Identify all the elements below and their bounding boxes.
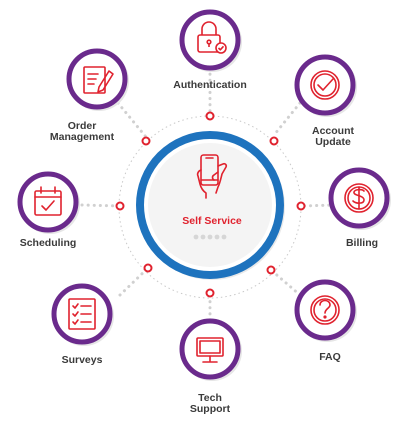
label-faq: FAQ: [319, 352, 341, 363]
connector-dot: [296, 201, 306, 211]
spoke-surveys: [118, 266, 150, 297]
connector-dot: [143, 263, 153, 273]
checklist-icon: [68, 298, 96, 330]
label-account-update: Account Update: [312, 126, 354, 148]
spokes: [80, 66, 337, 322]
node-surveys: [51, 283, 114, 346]
label-line: Order: [67, 120, 97, 132]
node-order-management: [66, 48, 129, 111]
spoke-billing: [299, 203, 337, 208]
spoke-order-management: [116, 101, 148, 139]
dollar-coin-icon: [344, 183, 374, 213]
hub-pager-dots: [193, 234, 227, 240]
monitor-icon: [196, 337, 224, 363]
checkmark-icon: [310, 70, 340, 100]
connector-dot: [205, 111, 215, 121]
label-line: FAQ: [319, 351, 341, 363]
label-tech-support: Tech Support: [190, 393, 230, 415]
node-faq: [294, 279, 357, 342]
spoke-account-update: [272, 101, 302, 137]
question-icon: [310, 295, 340, 325]
label-line: Tech: [198, 392, 222, 404]
connector-dot: [115, 201, 125, 211]
label-line: Update: [315, 136, 351, 148]
label-line: Support: [189, 403, 231, 415]
label-line: Authentication: [173, 79, 247, 91]
hub-inner: [148, 143, 272, 267]
node-account-update: [294, 54, 357, 117]
hand-phone-icon: [196, 154, 228, 199]
label-line: Scheduling: [19, 237, 77, 249]
spoke-faq: [269, 268, 302, 297]
spoke-scheduling: [80, 203, 122, 208]
node-authentication: [179, 9, 242, 72]
connector-dot: [266, 265, 276, 275]
node-tech-support: [179, 318, 242, 381]
label-line: Surveys: [61, 354, 103, 366]
center-hub: [136, 131, 285, 280]
label-line: Billing: [345, 237, 379, 249]
label-surveys: Surveys: [62, 355, 103, 366]
connector-dot: [141, 136, 151, 146]
node-scheduling: [17, 171, 80, 234]
label-line: Account: [312, 125, 354, 137]
document-edit-icon: [83, 66, 114, 94]
center-title: Self Service: [182, 215, 242, 227]
connector-dot: [205, 288, 215, 298]
calendar-icon: [34, 186, 62, 216]
label-authentication: Authentication: [173, 80, 247, 91]
label-scheduling: Scheduling: [20, 238, 77, 249]
lock-icon: [197, 21, 227, 54]
label-billing: Billing: [346, 238, 378, 249]
node-billing: [328, 167, 391, 230]
label-line: Management: [49, 131, 115, 143]
label-order-management: Order Management: [50, 121, 114, 143]
connector-dots: [115, 111, 306, 298]
connector-dot: [269, 136, 279, 146]
